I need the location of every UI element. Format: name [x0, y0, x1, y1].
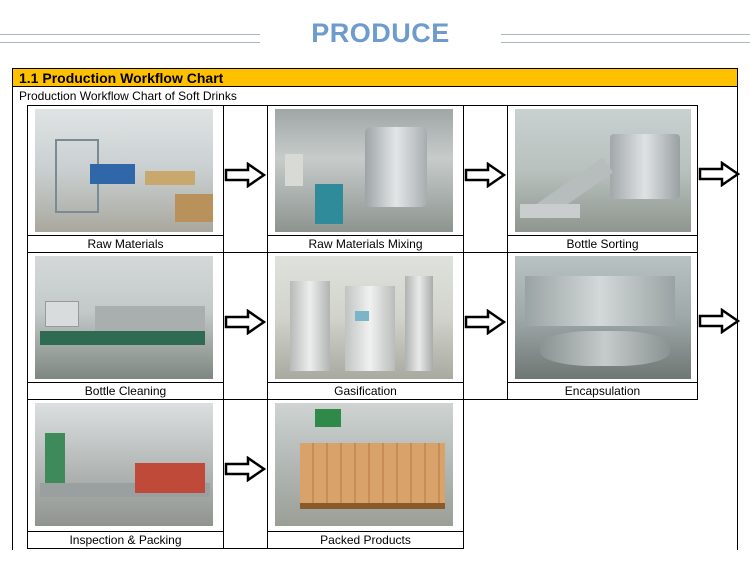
bottle-sorting-photo	[515, 109, 691, 232]
step-label: Bottle Cleaning	[84, 384, 167, 398]
section-subtitle: Production Workflow Chart of Soft Drinks	[19, 89, 237, 103]
inspection-packing-photo	[35, 403, 213, 526]
raw-materials-photo	[35, 109, 213, 232]
page-banner: PRODUCE	[0, 0, 750, 68]
caption-divider	[28, 531, 223, 532]
raw-materials-mixing-photo	[275, 109, 453, 232]
step-label: Raw Materials	[87, 237, 164, 251]
arrow-cell	[223, 252, 268, 400]
caption-divider	[268, 382, 463, 383]
arrow-right-icon	[224, 309, 266, 335]
step-label: Raw Materials Mixing	[308, 237, 423, 251]
step-raw-materials: Raw Materials	[27, 105, 224, 253]
step-label: Inspection & Packing	[69, 533, 182, 547]
page-title: PRODUCE	[311, 18, 450, 48]
section-heading: 1.1 Production Workflow Chart	[19, 70, 224, 86]
arrow-right-icon	[698, 161, 740, 187]
step-raw-materials-mixing: Raw Materials Mixing	[267, 105, 464, 253]
arrow-right-icon	[464, 162, 506, 188]
banner-rule-left	[0, 34, 260, 43]
arrow-right-icon	[464, 309, 506, 335]
caption-divider	[28, 382, 223, 383]
arrow-cell	[463, 105, 508, 253]
step-bottle-cleaning: Bottle Cleaning	[27, 252, 224, 400]
step-inspection-packing: Inspection & Packing	[27, 399, 224, 549]
caption-divider	[508, 235, 697, 236]
step-label: Packed Products	[320, 533, 411, 547]
arrow-cell	[223, 399, 268, 549]
banner-rule-right	[501, 34, 750, 43]
packed-products-photo	[275, 403, 453, 526]
arrow-cell	[463, 252, 508, 400]
caption-divider	[508, 382, 697, 383]
step-label: Encapsulation	[564, 384, 641, 398]
encapsulation-photo	[515, 256, 691, 379]
arrow-right-icon	[224, 456, 266, 482]
gasification-photo	[275, 256, 453, 379]
step-encapsulation: Encapsulation	[507, 252, 698, 400]
step-gasification: Gasification	[267, 252, 464, 400]
caption-divider	[28, 235, 223, 236]
caption-divider	[268, 531, 463, 532]
step-bottle-sorting: Bottle Sorting	[507, 105, 698, 253]
workflow-frame	[12, 86, 738, 550]
step-label: Gasification	[334, 384, 397, 398]
arrow-right-icon	[224, 162, 266, 188]
step-label: Bottle Sorting	[566, 237, 639, 251]
bottle-cleaning-photo	[35, 256, 213, 379]
section-heading-bar: 1.1 Production Workflow Chart	[12, 68, 738, 87]
caption-divider	[268, 235, 463, 236]
arrow-cell	[223, 105, 268, 253]
step-packed-products: Packed Products	[267, 399, 464, 549]
arrow-right-icon	[698, 308, 740, 334]
